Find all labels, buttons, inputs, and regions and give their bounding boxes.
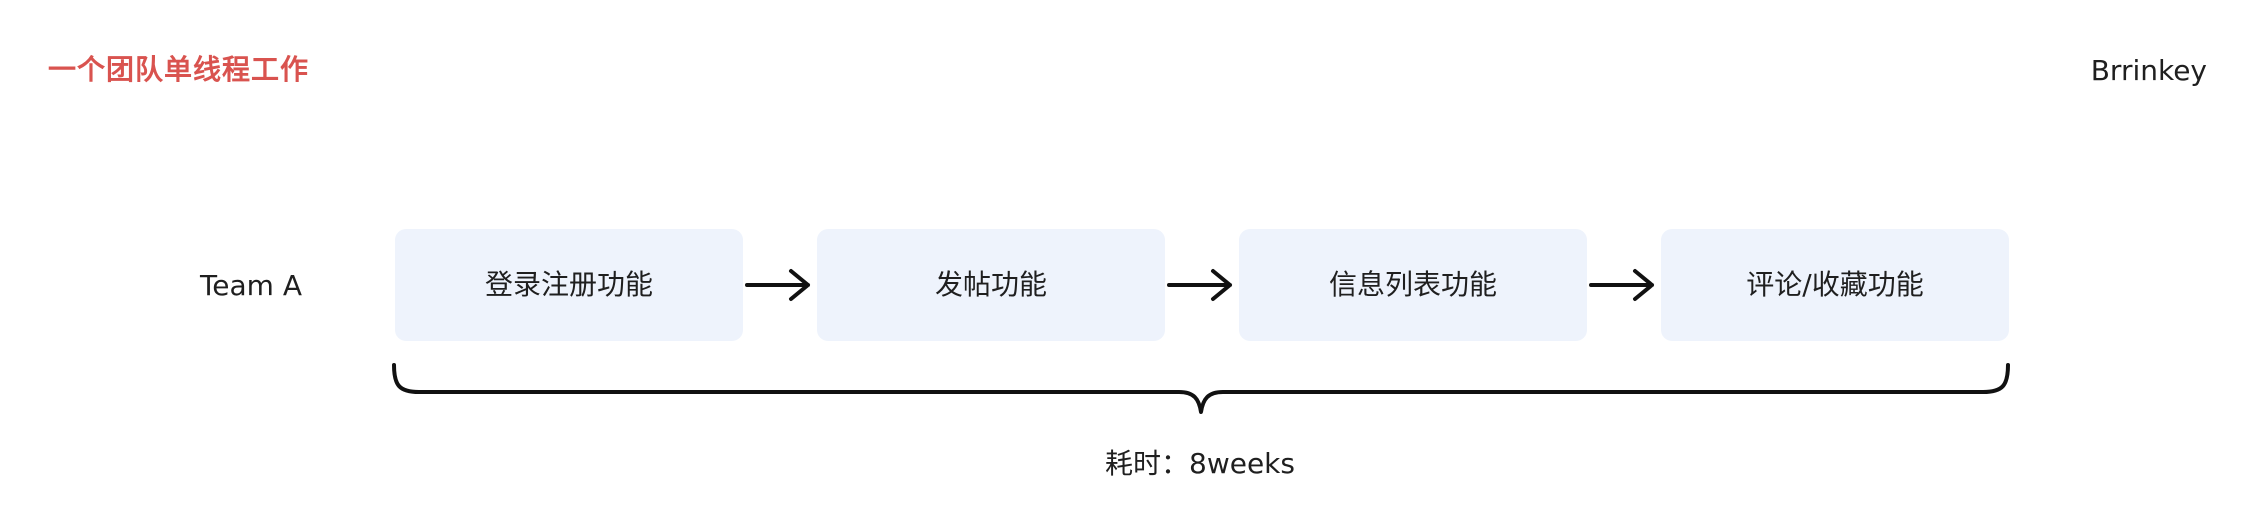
brand-label: Brrinkey [2090, 54, 2207, 87]
duration-label: 耗时：8weeks [1105, 447, 1295, 480]
team-label: Team A [199, 269, 302, 302]
step-box-login-register: 登录注册功能 [395, 229, 743, 341]
arrow-right-icon [1167, 269, 1232, 301]
page-title: 一个团队单线程工作 [48, 53, 310, 86]
step-box-post: 发帖功能 [817, 229, 1165, 341]
curly-brace-icon [392, 363, 2010, 414]
arrow-right-icon [1589, 269, 1654, 301]
step-box-comment-favorite: 评论/收藏功能 [1661, 229, 2009, 341]
arrow-right-icon [745, 269, 810, 301]
step-box-info-list: 信息列表功能 [1239, 229, 1587, 341]
